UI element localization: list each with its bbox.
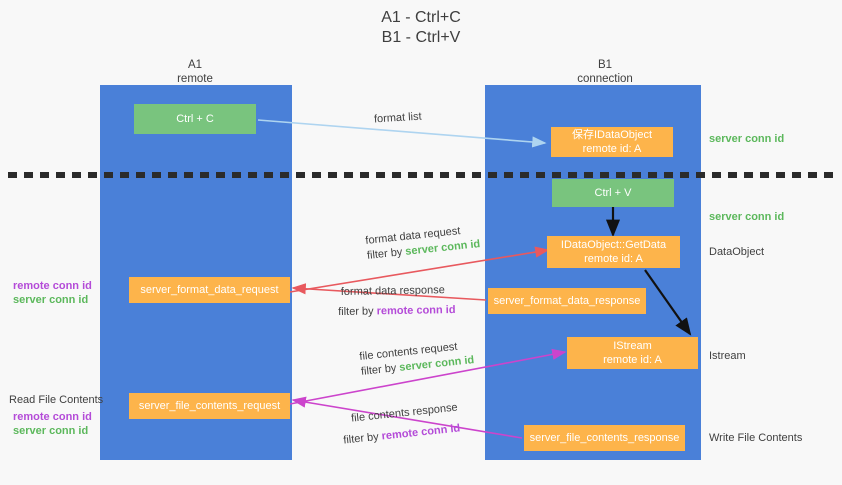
flow-fdreq-prefix: filter by [366, 245, 406, 262]
box-getdata-line1: IDataObject::GetData [560, 239, 667, 251]
column-header-b1: B1 connection [540, 58, 670, 86]
dashed-divider [8, 172, 834, 178]
title-line-2: B1 - Ctrl+V [381, 29, 461, 46]
flow-label-format-data-request: format data request filter by server con… [365, 222, 481, 264]
flow-fdres-line2: filter by remote conn id [338, 303, 456, 320]
title-line-1: A1 - Ctrl+C [381, 9, 461, 26]
box-server-format-data-response[interactable]: server_format_data_response [488, 288, 646, 314]
flow-label-file-contents-request: file contents request filter by server c… [359, 338, 475, 380]
flow-fdres-line1: format data response [340, 284, 445, 298]
box-save-dataobject-line1: 保存IDataObject [571, 129, 653, 141]
box-server-format-data-request-label: server_format_data_request [140, 284, 279, 296]
box-ctrl-v-label: Ctrl + V [594, 187, 632, 199]
annotation-right-server-conn-id-2: server conn id [709, 211, 785, 223]
flow-fcres-key: remote conn id [381, 422, 461, 443]
box-ctrl-v[interactable]: Ctrl + V [552, 179, 674, 207]
column-a1-sub: remote [177, 73, 213, 85]
annotation-right-dataobject: DataObject [709, 246, 765, 258]
box-getdata-line2: remote id: A [584, 253, 643, 265]
box-istream-line1: IStream [613, 340, 652, 352]
box-server-file-contents-response[interactable]: server_file_contents_response [524, 425, 685, 451]
annotation-right-server-conn-id-1: server conn id [709, 133, 785, 145]
annotation-right-istream: Istream [709, 350, 746, 362]
flow-fcreq-prefix: filter by [360, 361, 400, 378]
box-server-format-data-response-label: server_format_data_response [493, 295, 641, 307]
box-idataobject-getdata[interactable]: IDataObject::GetData remote id: A [547, 236, 680, 268]
box-ctrl-c-label: Ctrl + C [176, 113, 214, 125]
flow-label-file-contents-response: file contents response filter by remote … [343, 400, 461, 447]
box-save-dataobject[interactable]: 保存IDataObject remote id: A [551, 127, 673, 157]
annotation-left-server-conn-id-1: server conn id [13, 294, 89, 306]
box-server-file-contents-request[interactable]: server_file_contents_request [129, 393, 290, 419]
annotation-left-server-conn-id-2: server conn id [13, 425, 89, 437]
box-server-file-contents-response-label: server_file_contents_response [529, 432, 680, 444]
column-b1-name: B1 [597, 59, 613, 71]
box-istream[interactable]: IStream remote id: A [567, 337, 698, 369]
annotation-left-remote-conn-id-2: remote conn id [13, 411, 92, 423]
box-istream-line2: remote id: A [603, 354, 662, 366]
page-title: A1 - Ctrl+C B1 - Ctrl+V [0, 8, 842, 48]
flow-fdres-key: remote conn id [376, 304, 456, 318]
box-server-file-contents-request-label: server_file_contents_request [138, 400, 281, 412]
box-server-format-data-request[interactable]: server_format_data_request [129, 277, 290, 303]
box-ctrl-c[interactable]: Ctrl + C [134, 104, 256, 134]
flow-label-format-list: format list [374, 110, 423, 128]
box-save-dataobject-line2: remote id: A [582, 143, 642, 155]
annotation-right-write-file-contents: Write File Contents [709, 432, 803, 444]
annotation-left-remote-conn-id-1: remote conn id [13, 280, 92, 292]
flow-fdres-prefix: filter by [338, 305, 377, 319]
annotation-left-read-file-contents: Read File Contents [9, 394, 104, 406]
flow-label-format-data-response: format data response filter by remote co… [338, 283, 456, 320]
column-a1-name: A1 [187, 59, 203, 71]
flow-fcres-prefix: filter by [342, 430, 383, 447]
column-b1-sub: connection [577, 73, 633, 85]
flow-format-list-text: format list [373, 110, 422, 126]
column-header-a1: A1 remote [130, 58, 260, 86]
